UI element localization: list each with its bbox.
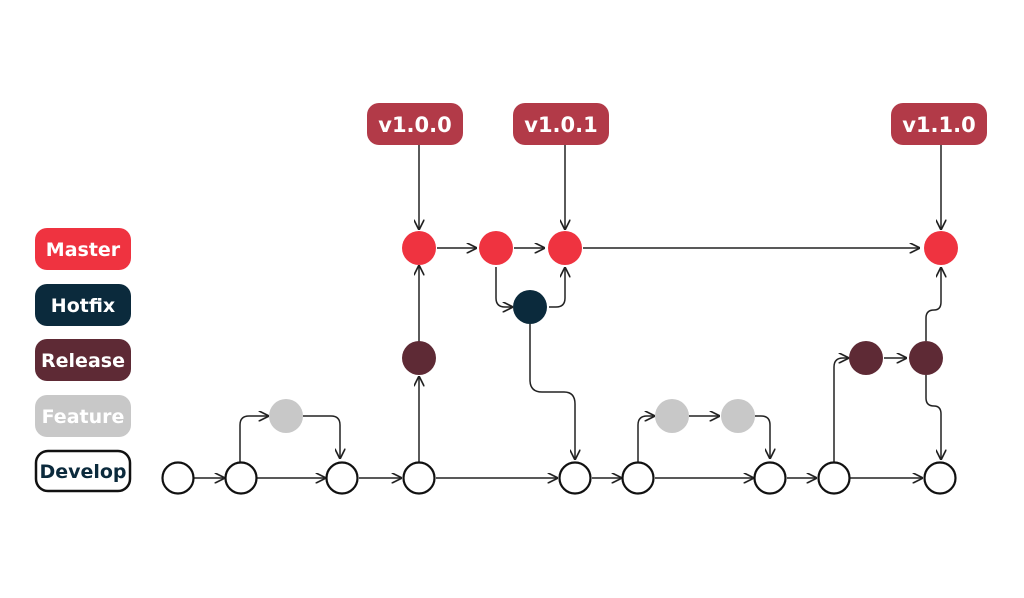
edge-d2-f1 [239, 416, 268, 462]
version-tags: v1.0.0 v1.0.1 v1.1.0 [367, 103, 987, 145]
legend-master: Master [35, 228, 131, 270]
legend-hotfix: Hotfix [35, 284, 131, 326]
legend-develop-label: Develop [39, 461, 126, 483]
legend-hotfix-label: Hotfix [51, 295, 115, 317]
tag-v1-1-0-box [891, 103, 987, 145]
edge-h1-d5 [529, 324, 575, 459]
tag-v1-0-1-box [513, 103, 609, 145]
tag-v1-0-1: v1.0.1 [513, 103, 609, 145]
legend-hotfix-pill [35, 284, 131, 326]
legend-release-pill [35, 339, 131, 381]
lane-legend: Master Hotfix Release Feature Develop [34, 228, 132, 493]
master-commit-node [402, 231, 436, 265]
edge-d6-f2 [637, 416, 654, 462]
hotfix-commit-node [513, 290, 547, 324]
legend-feature: Feature [35, 395, 131, 437]
tag-v1-0-0-label: v1.0.0 [378, 113, 451, 137]
develop-commit-node [817, 461, 851, 495]
develop-commit-node [325, 461, 359, 495]
legend-develop: Develop [34, 449, 132, 493]
legend-feature-label: Feature [42, 406, 125, 428]
tag-v1-0-0: v1.0.0 [367, 103, 463, 145]
feature-commit-node [269, 399, 303, 433]
legend-master-label: Master [46, 239, 121, 261]
legend-feature-pill [35, 395, 131, 437]
develop-commit-node [753, 461, 787, 495]
legend-release: Release [35, 339, 131, 381]
develop-commit-node [161, 461, 195, 495]
develop-commit-node [558, 461, 592, 495]
release-commit-node [402, 341, 436, 375]
tag-v1-0-1-label: v1.0.1 [524, 113, 597, 137]
develop-commit-node [402, 461, 436, 495]
tag-v1-1-0-label: v1.1.0 [902, 113, 975, 137]
nodes [161, 231, 958, 495]
edge-r3-d9 [925, 375, 941, 459]
master-commit-node [479, 231, 513, 265]
edge-h1-m3 [549, 268, 565, 308]
tag-v1-1-0: v1.1.0 [891, 103, 987, 145]
release-commit-node [909, 341, 943, 375]
release-commit-node [849, 341, 883, 375]
edges [194, 145, 941, 478]
legend-develop-pill [34, 449, 132, 493]
edge-m2-h1 [495, 267, 512, 307]
edge-f1-d3 [303, 415, 340, 458]
edge-d8-r2 [833, 358, 848, 462]
feature-commit-node [655, 399, 689, 433]
legend-master-pill [35, 228, 131, 270]
develop-commit-node [224, 461, 258, 495]
edge-r3-m4 [925, 268, 941, 341]
edge-f3-d7 [755, 415, 770, 458]
master-commit-node [548, 231, 582, 265]
develop-commit-node [923, 461, 957, 495]
feature-commit-node [721, 399, 755, 433]
master-commit-node [924, 231, 958, 265]
tag-v1-0-0-box [367, 103, 463, 145]
legend-release-label: Release [41, 350, 125, 372]
develop-commit-node [621, 461, 655, 495]
